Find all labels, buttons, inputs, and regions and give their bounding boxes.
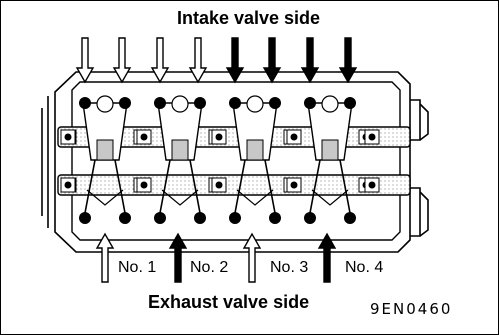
exhaust-arrows	[95, 232, 337, 283]
exhaust-arrow-4	[317, 232, 337, 283]
rocker-assembly-4	[286, 95, 374, 224]
valve-cover-area	[71, 81, 401, 241]
cylinder-1-label: No. 1	[118, 259, 157, 276]
intake-arrow-6	[262, 37, 282, 84]
intake-arrows	[75, 37, 358, 84]
exhaust-side-label: Exhaust valve side	[148, 292, 310, 312]
intake-arrow-3	[150, 37, 170, 84]
figure-code: 9EN0460	[370, 300, 453, 318]
cylinder-2-label: No. 2	[190, 259, 229, 276]
intake-arrow-8	[338, 37, 358, 84]
rocker-arm-assemblies	[60, 95, 380, 224]
intake-arrow-7	[300, 37, 320, 84]
exhaust-arrow-1	[95, 232, 115, 283]
exhaust-arrow-2	[168, 232, 188, 283]
cylinder-head-outline	[41, 71, 429, 253]
rocker-assembly-2	[136, 95, 224, 224]
cylinder-4-label: No. 4	[345, 259, 384, 276]
exhaust-arrow-3	[242, 232, 262, 283]
intake-arrow-4	[188, 37, 208, 84]
rocker-assembly-3	[211, 95, 299, 224]
intake-side-label: Intake valve side	[176, 8, 321, 28]
intake-arrow-1	[75, 37, 95, 84]
cylinder-3-label: No. 3	[270, 259, 309, 276]
intake-arrow-2	[112, 37, 132, 84]
rocker-assembly-1	[61, 95, 149, 224]
intake-arrow-5	[225, 37, 245, 84]
